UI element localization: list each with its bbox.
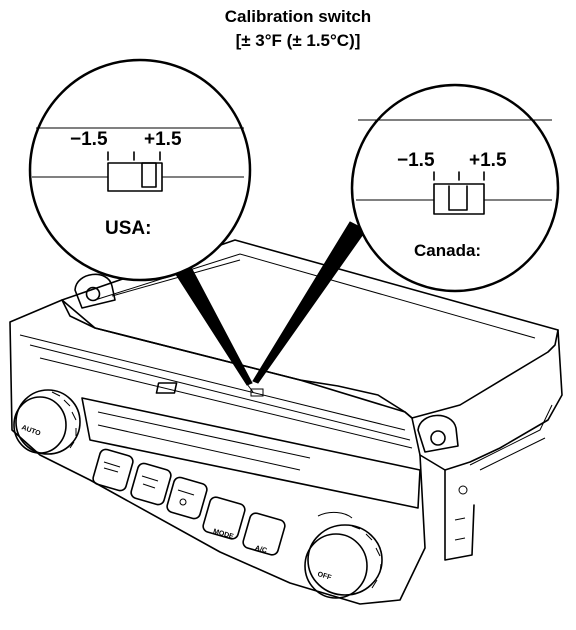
usa-plus-label: +1.5 (144, 129, 182, 150)
usa-minus-label: −1.5 (70, 129, 108, 150)
usa-switch (107, 162, 163, 192)
mounting-tab-right (417, 414, 459, 453)
switch-location (155, 382, 264, 397)
auto-knob-label: AUTO (20, 424, 41, 438)
canada-switch (433, 183, 485, 215)
unit-front-face (9, 299, 426, 605)
title-line-2: [± 3°F (± 1.5°C)] (236, 31, 361, 50)
canada-magnifier-circle (350, 83, 560, 293)
button-row: MODE A/C (92, 448, 286, 556)
unit-top-rim (94, 253, 536, 339)
mode-button-label: MODE (212, 528, 234, 541)
diagram-title: Calibration switch [± 3°F (± 1.5°C)] (225, 7, 371, 50)
off-knob: OFF (304, 511, 383, 599)
off-knob-label: OFF (317, 571, 333, 582)
title-line-1: Calibration switch (225, 7, 371, 26)
display-window (81, 397, 421, 509)
canada-label: Canada: (414, 241, 481, 260)
auto-knob: AUTO (13, 389, 81, 455)
canada-minus-label: −1.5 (397, 150, 435, 171)
canada-plus-label: +1.5 (469, 150, 507, 171)
canada-callout: −1.5 +1.5 Canada: (350, 83, 560, 293)
mounting-tab-left (74, 273, 116, 309)
canada-leader (252, 221, 367, 384)
usa-leader (167, 253, 253, 386)
usa-label: USA: (105, 218, 151, 239)
climate-control-unit: MODE A/C AUTO OFF (9, 239, 563, 605)
ac-button-label: A/C (254, 545, 268, 555)
usa-callout: −1.5 +1.5 USA: (28, 58, 252, 282)
usa-magnifier-circle (28, 58, 252, 282)
